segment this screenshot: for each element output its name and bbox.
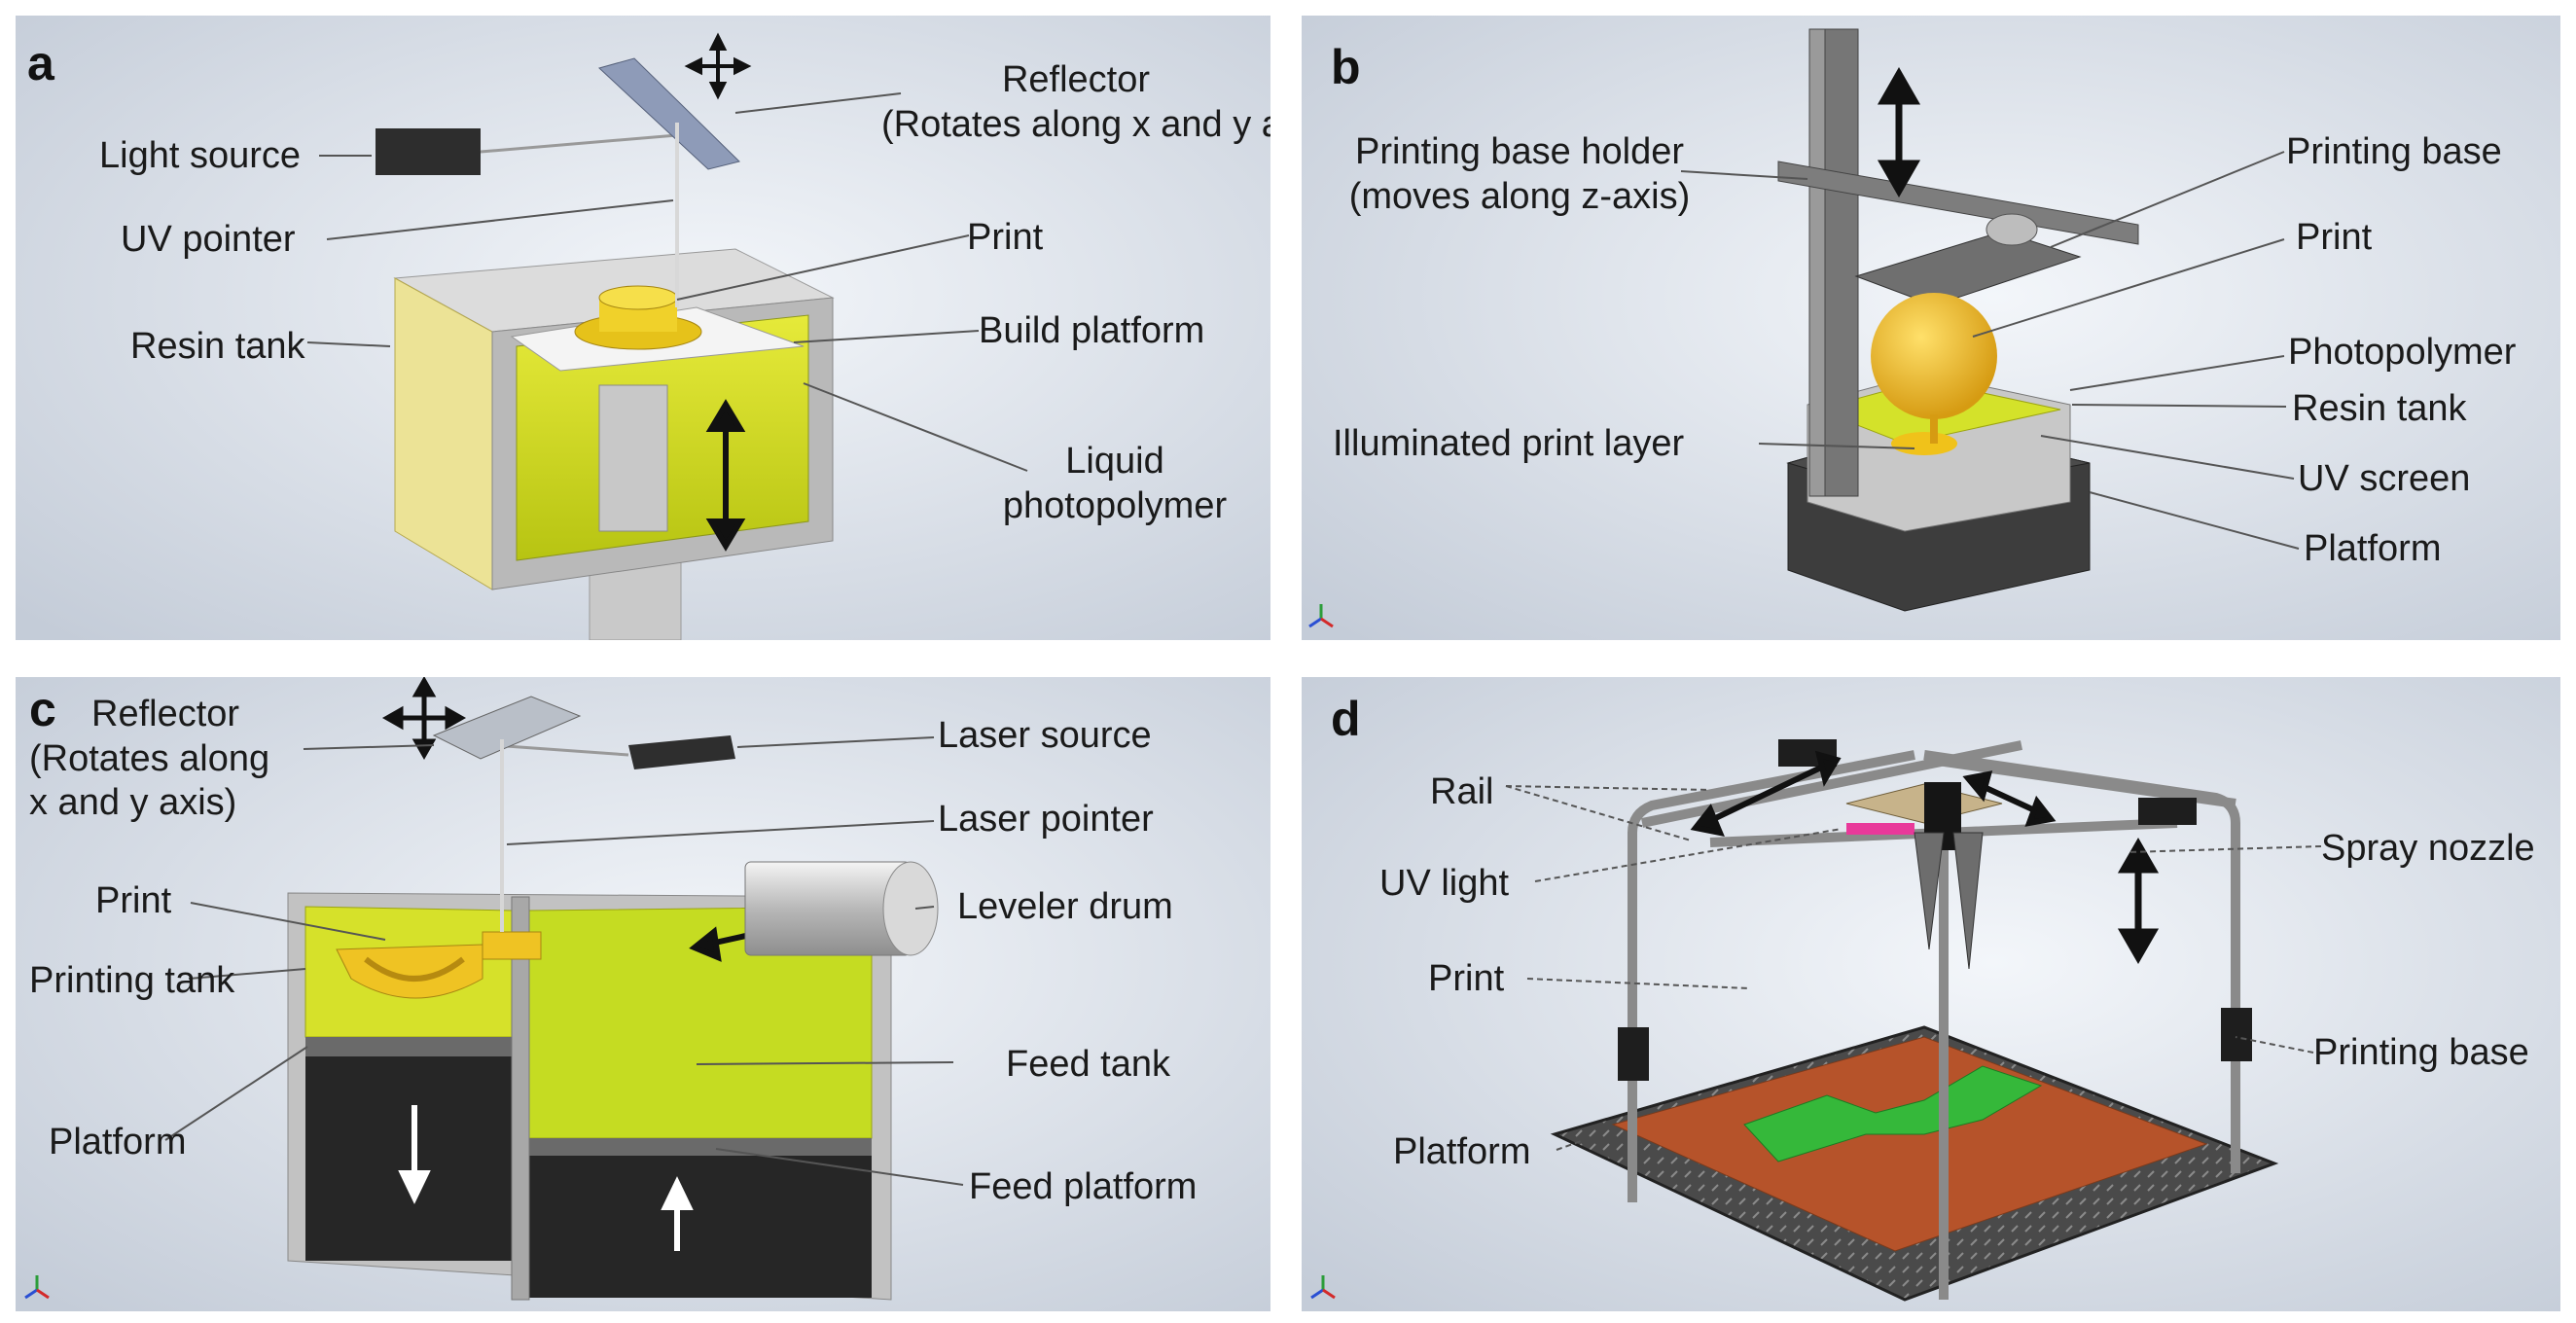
panel-a: a Reflector (Rotates along x and y axis)… bbox=[16, 16, 1270, 640]
label-liquid-photopolymer: Liquid photopolymer bbox=[988, 440, 1241, 528]
label-uv-light: UV light bbox=[1379, 863, 1510, 904]
panel-c-leaders bbox=[164, 736, 964, 1186]
four-way-arrow-icon bbox=[684, 32, 752, 100]
print-part-d bbox=[1743, 1065, 2043, 1162]
tank-divider bbox=[511, 896, 530, 1301]
label-print-a: Print bbox=[967, 217, 1044, 258]
resin-tank bbox=[393, 248, 835, 590]
light-source-box bbox=[376, 128, 481, 175]
print-part-c bbox=[336, 944, 483, 999]
label-laser-pointer: Laser pointer bbox=[938, 799, 1154, 840]
label-build-platform: Build platform bbox=[979, 310, 1205, 351]
panel-c-letter: c bbox=[29, 682, 56, 736]
gantry-frame bbox=[1628, 740, 2240, 1300]
panel-b: b Printing base holder (moves along z-ax… bbox=[1302, 16, 2560, 640]
reflector-mirror-c bbox=[432, 696, 582, 760]
print-head bbox=[1845, 782, 2003, 970]
label-print-b: Print bbox=[2296, 217, 2373, 258]
label-rail: Rail bbox=[1430, 771, 1494, 812]
printing-base-knob bbox=[1986, 213, 2038, 246]
panel-d-leaders bbox=[1505, 785, 2322, 1151]
label-reflector-c-note1: (Rotates along bbox=[29, 737, 270, 779]
y-motion-arrow bbox=[1962, 770, 2057, 827]
x-motion-arrow bbox=[1690, 750, 1842, 838]
label-uv-pointer: UV pointer bbox=[121, 219, 296, 260]
print-block-c bbox=[482, 931, 542, 960]
panel-b-illustration bbox=[1302, 16, 2560, 640]
label-laser-source: Laser source bbox=[938, 715, 1152, 756]
label-reflector-c-note2: x and y axis) bbox=[29, 782, 237, 824]
panel-a-illustration bbox=[16, 16, 1270, 640]
label-spray-nozzle: Spray nozzle bbox=[2321, 828, 2535, 869]
label-printing-base-holder: Printing base holder (moves along z-axis… bbox=[1344, 130, 1695, 219]
print-part bbox=[574, 285, 702, 350]
panel-b-leaders bbox=[1680, 151, 2300, 550]
axis-triad-icon-d bbox=[1310, 1275, 1336, 1300]
reflector-mirror bbox=[598, 57, 740, 170]
panel-a-leaders bbox=[306, 92, 1028, 472]
label-platform-c: Platform bbox=[49, 1122, 187, 1162]
axis-triad-icon-c bbox=[24, 1275, 50, 1300]
z-motion-arrow-b bbox=[1877, 66, 1921, 198]
holder-arm bbox=[1777, 161, 2139, 245]
print-sphere bbox=[1871, 293, 1997, 419]
axis-triad-icon-b bbox=[1308, 604, 1334, 628]
label-feed-tank: Feed tank bbox=[1006, 1044, 1170, 1085]
label-print-c: Print bbox=[95, 880, 172, 921]
printing-base-plate bbox=[1854, 231, 2082, 306]
label-reflector-c: Reflector (Rotates along x and y axis) bbox=[29, 693, 269, 826]
label-holder-note: (moves along z-axis) bbox=[1348, 175, 1691, 217]
drum-direction-arrow bbox=[689, 926, 751, 962]
label-reflector-a-note: (Rotates along x and y axis) bbox=[881, 103, 1270, 145]
panel-a-letter: a bbox=[27, 36, 54, 90]
label-printing-tank: Printing tank bbox=[29, 960, 235, 1001]
label-photopolymer-a: photopolymer bbox=[1002, 484, 1228, 526]
z-motion-arrow-d bbox=[2117, 837, 2160, 965]
label-light-source: Light source bbox=[99, 135, 302, 176]
label-reflector-c-title: Reflector bbox=[91, 694, 240, 734]
platform-down-arrow bbox=[398, 1105, 431, 1204]
label-leveler-drum: Leveler drum bbox=[957, 886, 1173, 927]
label-printing-base-b: Printing base bbox=[2286, 131, 2502, 172]
holder-column bbox=[1808, 28, 1859, 497]
panel-c-illustration bbox=[16, 677, 1270, 1311]
printing-base-d bbox=[1611, 1036, 2208, 1252]
rail-blocks bbox=[1618, 739, 2252, 1081]
label-resin-tank-a: Resin tank bbox=[130, 326, 305, 367]
leveler-drum bbox=[744, 861, 939, 956]
label-platform-d: Platform bbox=[1393, 1131, 1531, 1172]
label-printing-base-d: Printing base bbox=[2313, 1032, 2529, 1073]
z-motion-arrow bbox=[705, 399, 746, 552]
label-reflector-a: Reflector (Rotates along x and y axis) bbox=[881, 58, 1270, 147]
laser-source-box bbox=[628, 735, 735, 769]
label-print-d: Print bbox=[1428, 958, 1505, 999]
label-illuminated-layer: Illuminated print layer bbox=[1333, 423, 1685, 464]
feed-tank bbox=[528, 906, 873, 1298]
panel-c: c Reflector (Rotates along x and y axis)… bbox=[16, 677, 1270, 1311]
panel-d-illustration bbox=[1302, 677, 2560, 1311]
panel-b-letter: b bbox=[1331, 40, 1361, 94]
label-feed-platform: Feed platform bbox=[969, 1166, 1198, 1207]
panel-d: d Rail Spray nozzle UV light Print Print… bbox=[1302, 677, 2560, 1311]
label-resin-tank-b: Resin tank bbox=[2292, 388, 2467, 429]
uv-light-strip bbox=[1846, 823, 1914, 835]
feed-up-arrow bbox=[661, 1176, 694, 1251]
label-liquid: Liquid bbox=[1065, 441, 1164, 482]
label-reflector-a-title: Reflector bbox=[1001, 59, 1151, 100]
panel-d-letter: d bbox=[1331, 692, 1361, 746]
label-holder-title: Printing base holder bbox=[1355, 131, 1684, 172]
label-photopolymer-b: Photopolymer bbox=[2288, 332, 2517, 373]
label-uv-screen: UV screen bbox=[2298, 458, 2471, 499]
label-platform-b: Platform bbox=[2304, 528, 2442, 569]
